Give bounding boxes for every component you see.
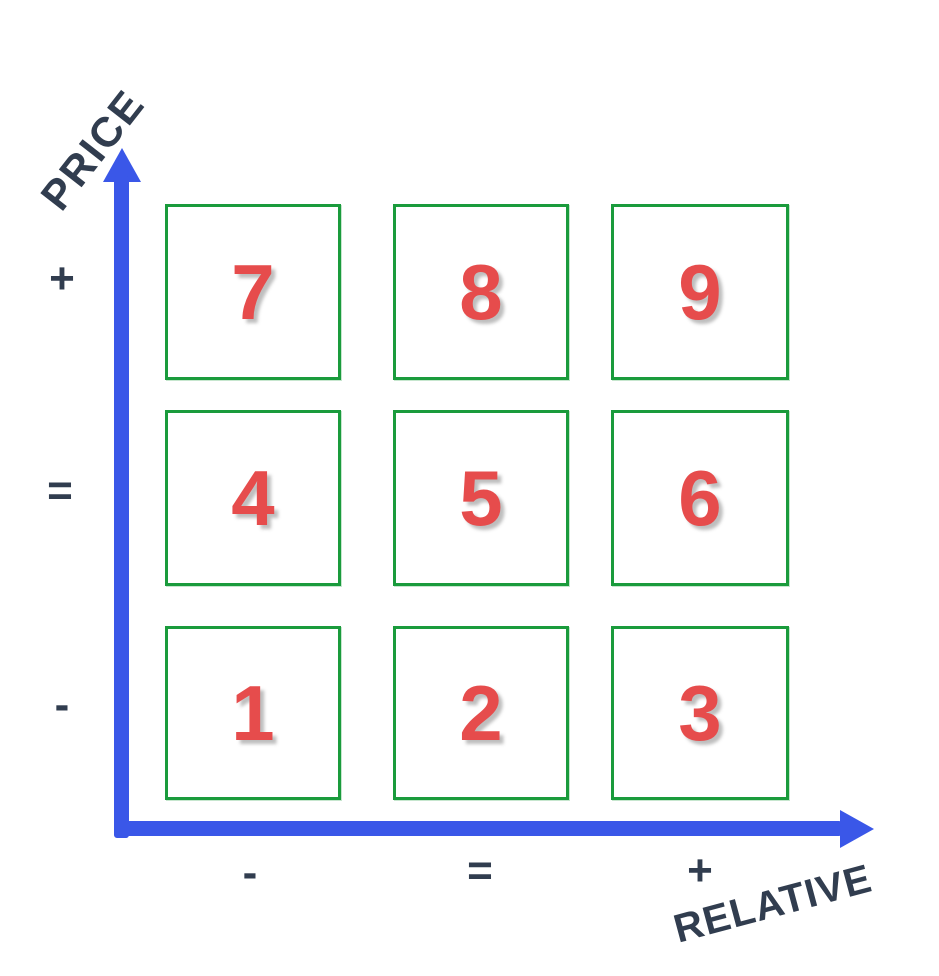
cell-number: 8 xyxy=(459,248,503,336)
cell-number: 3 xyxy=(678,669,722,757)
x-tick-minus: - xyxy=(242,848,258,897)
x-tick-plus: + xyxy=(687,846,713,895)
x-axis-line xyxy=(114,821,842,836)
y-axis-line xyxy=(114,176,129,838)
cell-number: 2 xyxy=(459,669,503,757)
grid-cell-5: 5 xyxy=(393,410,569,586)
cell-number: 7 xyxy=(231,248,275,336)
grid-cell-4: 4 xyxy=(165,410,341,586)
y-axis-label: PRICE xyxy=(31,80,154,219)
y-tick-minus: - xyxy=(54,680,70,729)
grid-cell-7: 7 xyxy=(165,204,341,380)
grid-cell-6: 6 xyxy=(611,410,789,586)
cell-number: 6 xyxy=(678,454,722,542)
cell-number: 1 xyxy=(231,669,275,757)
y-tick-plus: + xyxy=(49,254,75,303)
x-tick-equal: = xyxy=(467,846,493,895)
grid-cell-1: 1 xyxy=(165,626,341,800)
x-axis-arrow-icon xyxy=(840,810,874,848)
cell-number: 4 xyxy=(231,454,275,542)
grid-cell-9: 9 xyxy=(611,204,789,380)
y-tick-equal: = xyxy=(47,466,73,515)
grid-cell-3: 3 xyxy=(611,626,789,800)
grid-cell-8: 8 xyxy=(393,204,569,380)
grid-cell-2: 2 xyxy=(393,626,569,800)
cell-number: 9 xyxy=(678,248,722,336)
cell-number: 5 xyxy=(459,454,503,542)
